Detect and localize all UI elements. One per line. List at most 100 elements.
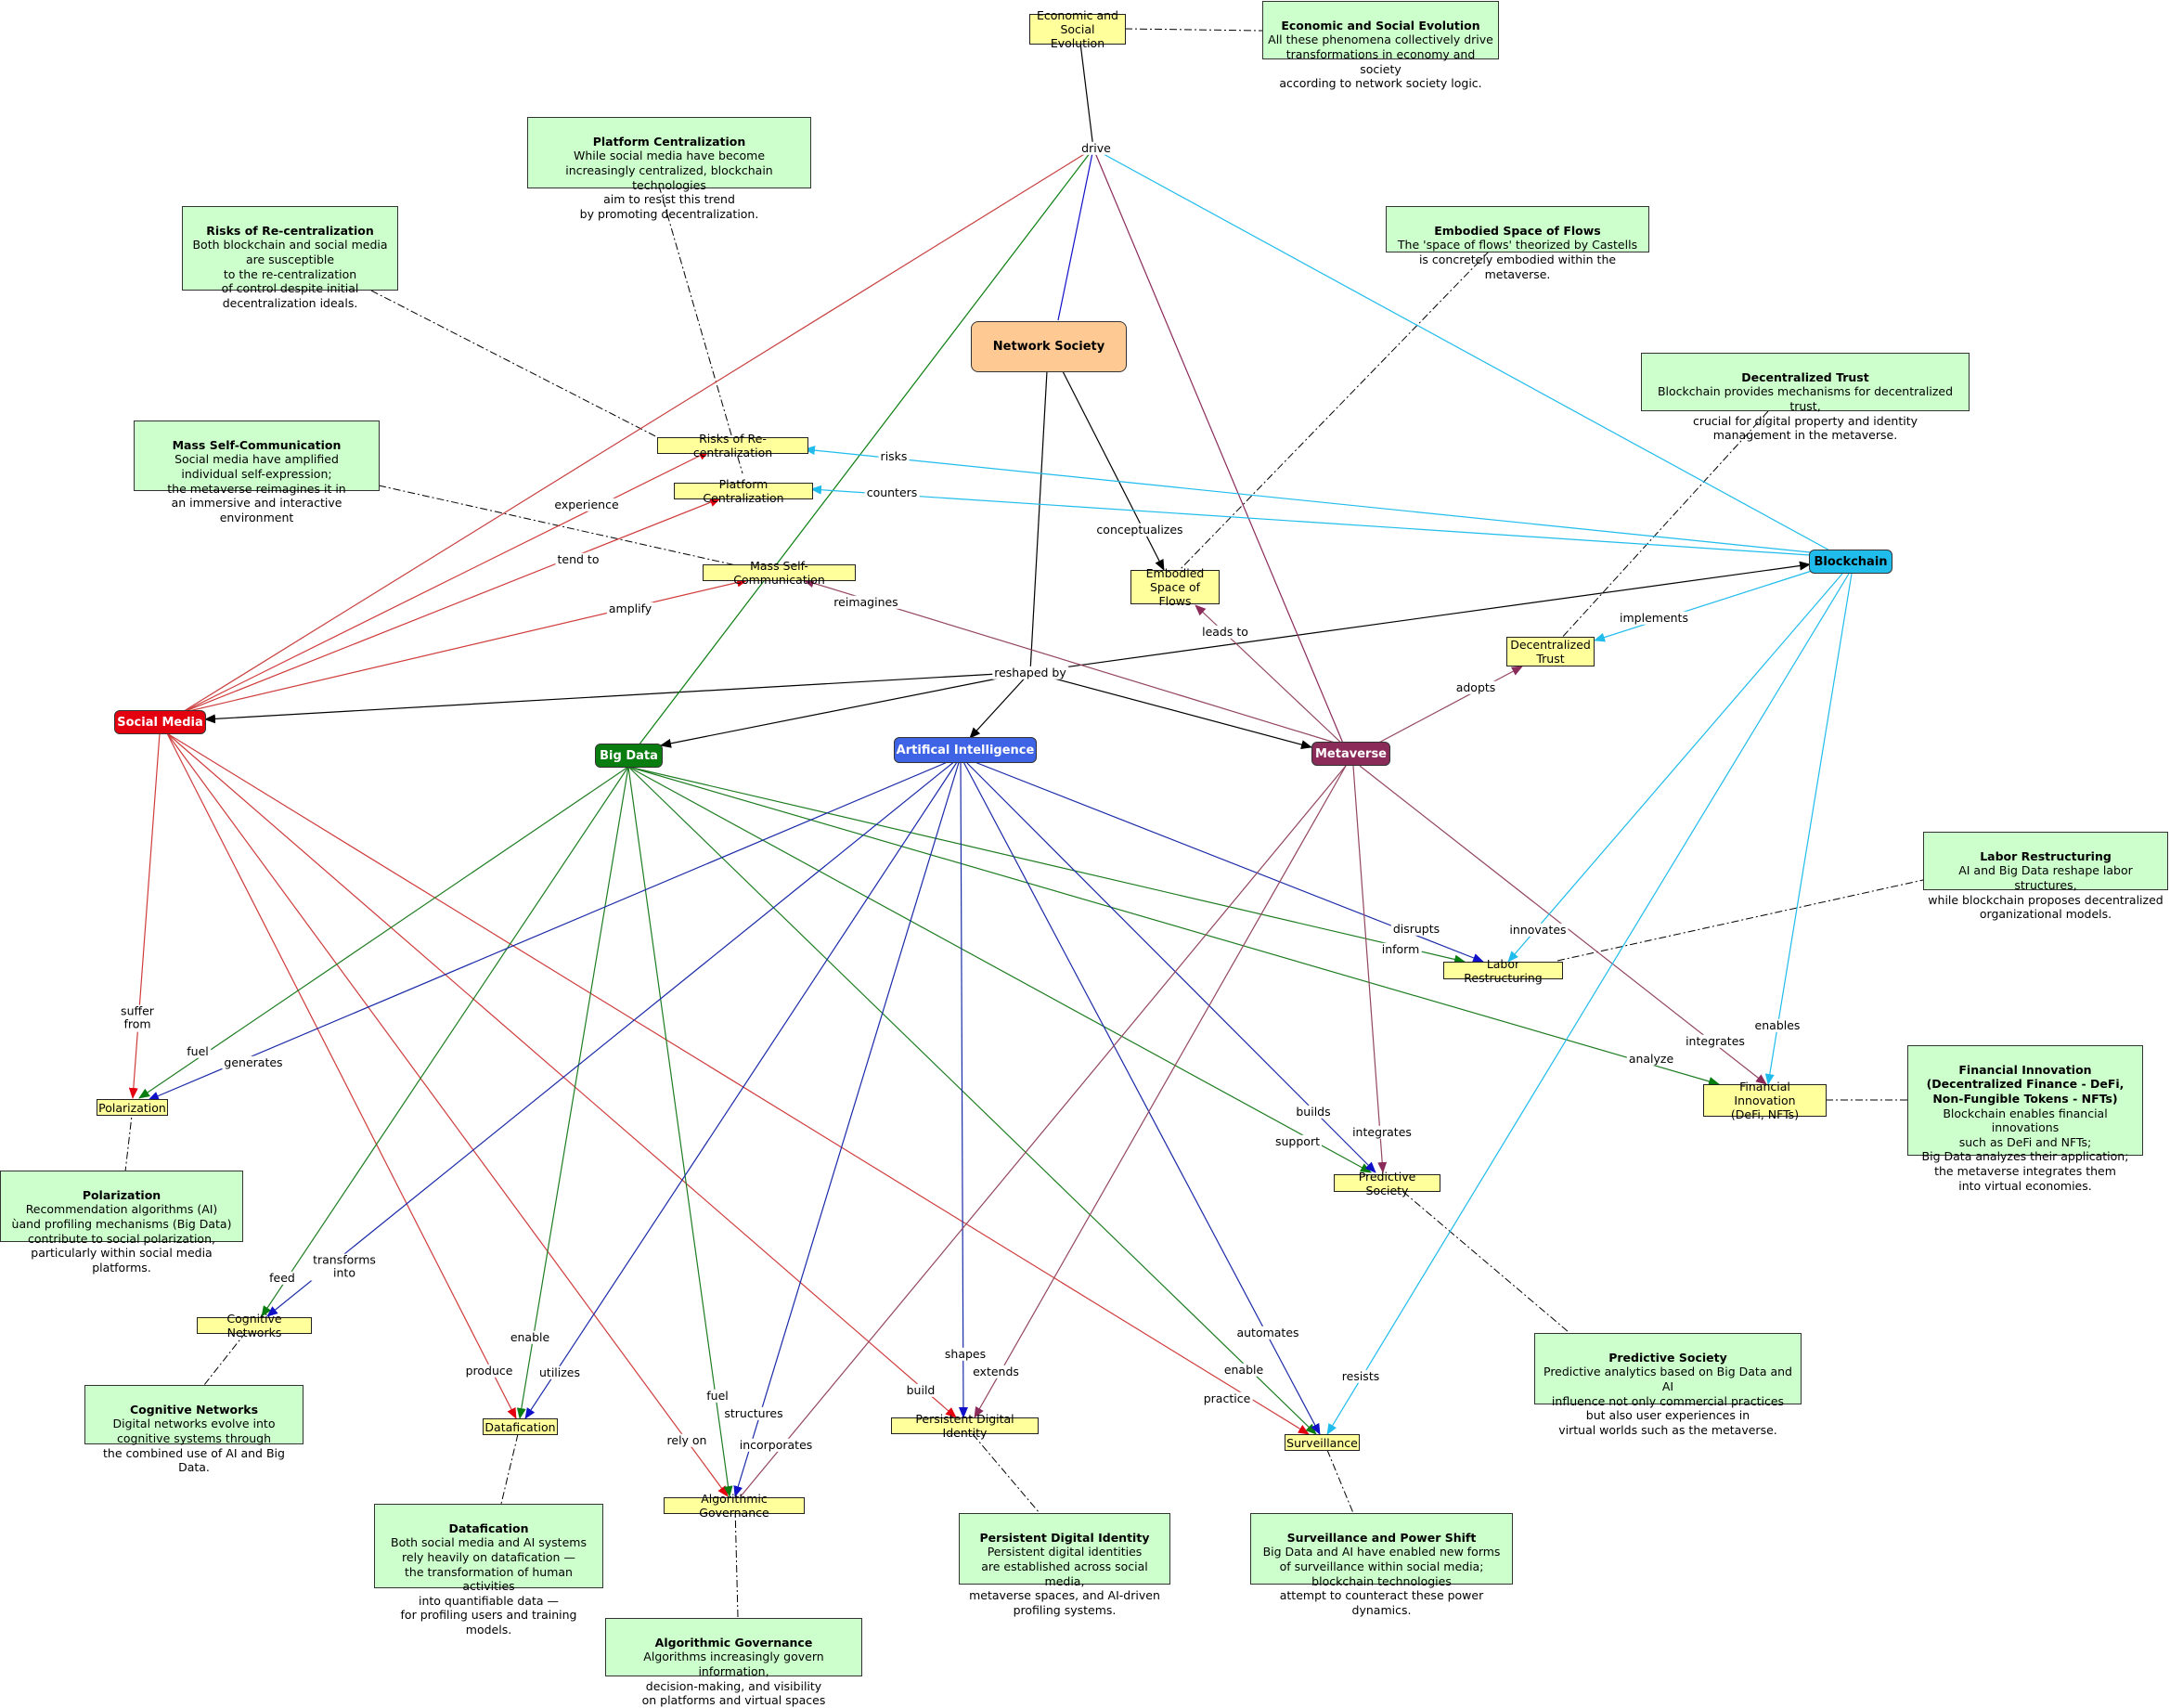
edge-label-utilizes: utilizes <box>536 1365 583 1380</box>
concept-decentralized-trust[interactable]: Decentralized Trust <box>1506 637 1595 666</box>
concept-surveillance[interactable]: Surveillance <box>1285 1434 1360 1451</box>
note-body: Predictive analytics based on Big Data a… <box>1544 1365 1792 1437</box>
edge-label-adopts: adopts <box>1453 679 1498 695</box>
concept-polarization[interactable]: Polarization <box>97 1099 168 1116</box>
note-title: Polarization <box>82 1187 161 1202</box>
edges-blockchain <box>804 446 1853 1435</box>
note-title: Financial Innovation (Decentralized Fina… <box>1926 1062 2125 1106</box>
edge-label-builds: builds <box>1294 1104 1333 1119</box>
concept-economic-social-evolution[interactable]: Economic and Social Evolution <box>1029 8 1126 50</box>
edge-label-risks: risks <box>878 448 910 464</box>
edge-label-inform: inform <box>1379 941 1422 957</box>
note-title: Surveillance and Power Shift <box>1286 1530 1477 1545</box>
note-body: All these phenomena collectively drive t… <box>1268 32 1493 91</box>
edges-social-media <box>128 450 1310 1497</box>
concept-mass-self-communication[interactable]: Mass Self-Communication <box>703 559 856 587</box>
note-connectors <box>124 28 1924 1618</box>
edge-label-experience: experience <box>552 497 621 512</box>
note-title: Algorithmic Governance <box>654 1635 813 1650</box>
concept-platform-centralization[interactable]: Platform Centralization <box>674 477 813 505</box>
note-body: Recommendation algorithms (AI) ùand prof… <box>11 1202 232 1275</box>
edge-label-build: build <box>904 1382 937 1398</box>
note-body: The 'space of flows' theorized by Castel… <box>1397 238 1638 281</box>
concept-labor-restructuring[interactable]: Labor Restructuring <box>1443 957 1563 985</box>
concept-predictive-society[interactable]: Predictive Society <box>1334 1170 1440 1197</box>
concept-persistent-digital-identity[interactable]: Persistent Digital Identity <box>891 1412 1039 1440</box>
edges-network-society <box>204 27 1811 749</box>
note-title: Cognitive Networks <box>129 1402 259 1417</box>
concept-risks-recentralization[interactable]: Risks of Re-centralization <box>657 432 808 459</box>
node-network-society[interactable]: Network Society <box>971 321 1127 372</box>
node-blockchain[interactable]: Blockchain <box>1809 550 1892 574</box>
edge-label-reimagines: reimagines <box>832 594 900 610</box>
edge-label-amplify: amplify <box>606 601 654 616</box>
edge-label-counters: counters <box>864 485 920 500</box>
edges-drive <box>180 148 1834 746</box>
edge-label-analyze: analyze <box>1626 1051 1676 1067</box>
note-title: Embodied Space of Flows <box>1434 223 1601 238</box>
note-title: Mass Self-Communication <box>172 437 342 452</box>
edge-label-practice: practice <box>1201 1391 1253 1406</box>
edge-label-produce: produce <box>463 1363 515 1378</box>
edge-label-enable-surveillance: enable <box>1221 1362 1266 1378</box>
edge-label-integrates-predictive: integrates <box>1350 1124 1414 1140</box>
edge-label-fuel-polarization: fuel <box>185 1043 211 1059</box>
note-body: While social media have become increasin… <box>565 149 773 221</box>
note-body: Blockchain enables financial innovations… <box>1921 1106 2129 1193</box>
note-body: Persistent digital identities are establ… <box>969 1545 1160 1617</box>
note-title: Economic and Social Evolution <box>1281 18 1480 32</box>
edge-label-disrupts: disrupts <box>1390 921 1442 937</box>
note-body: Algorithms increasingly govern informati… <box>641 1650 826 1708</box>
note-title: Risks of Re-centralization <box>206 223 374 238</box>
note-title: Predictive Society <box>1608 1350 1727 1365</box>
note-body: Digital networks evolve into cognitive s… <box>103 1417 285 1475</box>
note-body: Both blockchain and social media are sus… <box>192 238 388 310</box>
edge-label-drive: drive <box>1079 140 1113 156</box>
node-social-media[interactable]: Social Media <box>114 710 206 734</box>
note-title: Platform Centralization <box>592 134 746 149</box>
edge-label-transforms-into: transforms into <box>311 1252 378 1281</box>
edge-label-feed: feed <box>267 1270 297 1286</box>
concept-cognitive-networks[interactable]: Cognitive Networks <box>197 1312 312 1339</box>
edges-ai <box>148 756 1484 1497</box>
edge-label-enable-datafication: enable <box>508 1329 552 1345</box>
concept-embodied-space-of-flows[interactable]: Embodied Space of Flows <box>1130 566 1220 608</box>
note-body: Blockchain provides mechanisms for decen… <box>1657 384 1954 443</box>
edge-label-generates: generates <box>222 1055 285 1070</box>
note-body: Social media have amplified individual s… <box>167 452 346 524</box>
note-title: Labor Restructuring <box>1980 848 2112 863</box>
note-body: Big Data and AI have enabled new forms o… <box>1262 1545 1501 1617</box>
concept-algorithmic-governance[interactable]: Algorithmic Governance <box>664 1492 805 1520</box>
edge-label-tend-to: tend to <box>555 551 601 567</box>
node-metaverse[interactable]: Metaverse <box>1311 742 1390 766</box>
concept-datafication[interactable]: Datafication <box>483 1418 558 1435</box>
edge-label-reshaped-by: reshaped by <box>992 665 1068 680</box>
edge-label-shapes: shapes <box>942 1346 988 1362</box>
edge-label-automates: automates <box>1234 1325 1301 1340</box>
node-big-data[interactable]: Big Data <box>595 744 663 768</box>
edge-label-extends: extends <box>971 1364 1021 1379</box>
edge-label-structures: structures <box>722 1405 785 1421</box>
note-title: Decentralized Trust <box>1741 369 1869 384</box>
note-body: Both social media and AI systems rely he… <box>391 1535 587 1637</box>
node-artificial-intelligence[interactable]: Artifical Intelligence <box>894 737 1037 763</box>
note-financial-innovation: Financial Innovation (Decentralized Fina… <box>1907 1045 2143 1193</box>
edge-label-rely-on: rely on <box>665 1432 709 1448</box>
edge-label-fuel-governance: fuel <box>704 1388 730 1404</box>
edge-label-conceptualizes: conceptualizes <box>1094 522 1185 537</box>
edge-label-innovates: innovates <box>1507 922 1569 938</box>
concept-financial-innovation[interactable]: Financial Innovation (DeFi, NFTs) <box>1703 1080 1827 1121</box>
